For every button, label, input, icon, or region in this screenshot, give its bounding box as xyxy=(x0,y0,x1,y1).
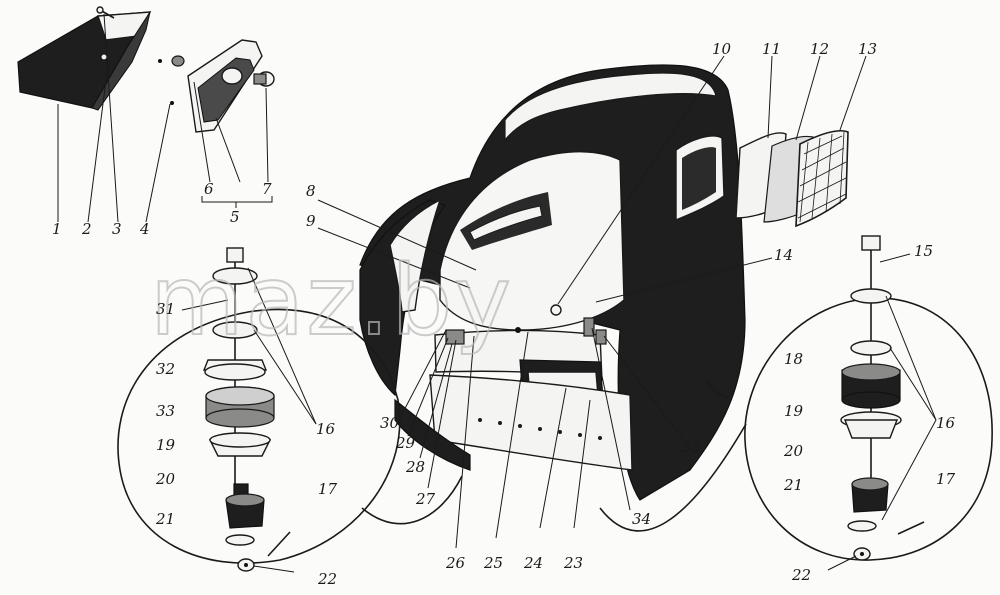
rear-window-set xyxy=(735,129,849,228)
callout-13: 13 xyxy=(858,40,877,58)
callout-19-left: 19 xyxy=(156,436,176,454)
watermark: maz.by xyxy=(150,245,513,357)
lamp-housing xyxy=(17,6,152,111)
apron-holes xyxy=(478,418,602,440)
connector-left xyxy=(361,475,463,525)
callout-11: 11 xyxy=(762,40,781,58)
callout-6: 6 xyxy=(204,180,214,198)
callout-18: 18 xyxy=(784,350,803,368)
callout-21-left: 21 xyxy=(155,510,175,528)
leader-lines xyxy=(57,13,937,573)
callout-2: 2 xyxy=(81,220,92,238)
callout-labels: 1 2 3 4 5 6 7 8 9 10 11 12 13 14 15 16 1… xyxy=(52,40,956,588)
callout-17-right: 17 xyxy=(936,470,956,488)
callout-5: 5 xyxy=(230,208,240,226)
callout-24: 24 xyxy=(523,554,543,572)
callout-25: 25 xyxy=(483,554,503,572)
callout-35: 35 xyxy=(682,438,701,456)
callout-16-left: 16 xyxy=(316,420,336,438)
left-mount-detail xyxy=(117,247,401,572)
callout-14: 14 xyxy=(774,246,793,264)
cab-body xyxy=(359,64,746,501)
callout-21-right: 21 xyxy=(783,476,803,494)
callout-20-left: 20 xyxy=(155,470,176,488)
connector-right xyxy=(599,423,747,532)
callout-19-right: 19 xyxy=(784,402,804,420)
callout-7: 7 xyxy=(262,180,272,198)
callout-27: 27 xyxy=(415,490,436,508)
callout-33: 33 xyxy=(156,402,175,420)
callout-4: 4 xyxy=(139,220,150,238)
callout-20-right: 20 xyxy=(783,442,804,460)
connector-right-top xyxy=(705,379,729,399)
callout-26: 26 xyxy=(445,554,466,572)
callout-23: 23 xyxy=(563,554,583,572)
callout-32: 32 xyxy=(156,360,175,378)
callout-16-right: 16 xyxy=(936,414,956,432)
callout-8: 8 xyxy=(306,182,316,200)
callout-12: 12 xyxy=(810,40,829,58)
callout-29: 29 xyxy=(395,434,416,452)
callout-28: 28 xyxy=(405,458,425,476)
callout-9: 9 xyxy=(306,212,316,230)
callout-1: 1 xyxy=(52,220,62,238)
callout-3: 3 xyxy=(112,220,122,238)
callout-22-left: 22 xyxy=(317,570,337,588)
callout-30: 30 xyxy=(380,414,400,432)
callout-17-left: 17 xyxy=(318,480,338,498)
right-mount-detail xyxy=(744,235,993,561)
lamp-lens-frame xyxy=(158,39,275,133)
callout-22-right: 22 xyxy=(791,566,811,584)
callout-10: 10 xyxy=(712,40,732,58)
window-grille xyxy=(797,131,847,223)
callout-34: 34 xyxy=(632,510,651,528)
callout-15: 15 xyxy=(914,242,933,260)
callout-31: 31 xyxy=(156,300,175,318)
